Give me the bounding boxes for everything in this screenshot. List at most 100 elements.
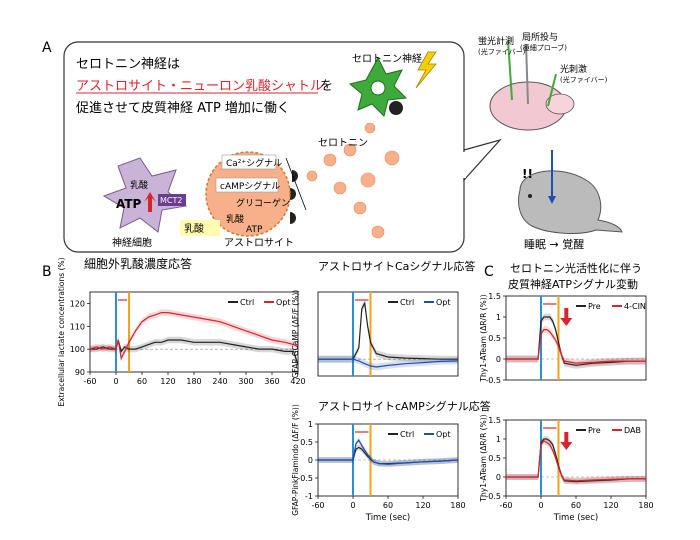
headline-line1: セロトニン神経は (76, 57, 180, 72)
legend-label-Pre: Pre (588, 426, 601, 435)
bang-label: !! (522, 167, 533, 181)
x-tick-label: 240 (212, 377, 227, 386)
headline-line3: 促進させて皮質神経 ATP 増加に働く (76, 101, 290, 116)
astro-atp-label: ATP (246, 225, 263, 235)
series-band-Ctrl (90, 336, 298, 369)
fluor-label: 蛍光計測 (478, 35, 514, 47)
astrocyte-label: アストロサイト (224, 237, 294, 249)
x-axis-label: Time (sec) (365, 513, 410, 523)
y-tick-label: 0.5 (488, 454, 501, 463)
y-tick-label: 1 (496, 435, 501, 444)
serotonin-neuron-label: セロトニン神経 (352, 52, 422, 65)
panel-b-letter: B (42, 264, 52, 280)
y-tick-label: 0 (308, 456, 313, 465)
series-line-Opt (318, 439, 459, 465)
legend-label-DAB: DAB (624, 426, 641, 435)
serotonin-vesicles (306, 122, 400, 239)
neuron-shape (102, 157, 188, 233)
series-line-Opt (318, 358, 459, 368)
y-tick-label: 0 (496, 355, 501, 364)
y-tick-label: 1 (496, 313, 501, 322)
x-tick-label: 180 (638, 501, 653, 510)
serotonin-neuron-nucleus (370, 80, 386, 96)
x-tick-label: 60 (137, 377, 147, 386)
lightning-icon (415, 51, 437, 89)
x-tick-label: 420 (290, 377, 305, 386)
y-axis-label: GFAP-PinkFlamindo (ΔF/F (%)) (291, 404, 300, 516)
y-tick-label: 0.5 (488, 334, 501, 343)
ca-signal-label: Ca²⁺シグナル (226, 157, 282, 169)
legend-label-Opt: Opt (436, 430, 451, 439)
chart-ca: GFAP-GCaMP (ΔF/F (%)) Ctrl Opt (291, 290, 459, 379)
series-band-Opt (318, 437, 458, 468)
y-tick-label: 0.5 (300, 438, 313, 447)
series-line-Ctrl (318, 301, 458, 360)
x-axis-label: Time (sec) (553, 513, 598, 523)
panel-c-title-1: セロトニン光活性化に伴う (510, 261, 642, 275)
camp-signal-label: cAMPシグナル (220, 180, 280, 192)
y-axis-label: Thy1-ATeam (ΔR/R (%)) (479, 414, 488, 502)
neuron-lactate-label: 乳酸 (130, 179, 148, 191)
photo-fiber-label: (光ファイバー) (560, 75, 608, 84)
neuron-label: 神経細胞 (112, 236, 152, 249)
plot-frame (317, 291, 459, 377)
x-tick-label: 0 (113, 377, 118, 386)
inject-label: 局所投与 (522, 31, 558, 43)
y-tick-label: -0.5 (297, 474, 313, 483)
y-tick-label: 100 (70, 345, 85, 354)
y-tick-label: 1.5 (488, 292, 501, 301)
y-tick-label: -0.5 (485, 492, 501, 501)
x-tick-label: 60 (383, 501, 393, 510)
astro-lactate-label: 乳酸 (226, 213, 244, 225)
camp-title: アストロサイトcAMPシグナル応答 (318, 399, 491, 413)
legend-label-Ctrl: Ctrl (400, 298, 414, 307)
y-tick-label: 90 (75, 368, 85, 377)
astrocyte-shape (205, 151, 291, 237)
legend-label-Opt: Opt (276, 298, 291, 307)
x-tick-label: 120 (160, 377, 175, 386)
y-tick-label: -1 (305, 492, 313, 501)
x-tick-label: 0 (350, 501, 355, 510)
y-tick-label: 1.5 (488, 416, 501, 425)
panel-c-title-2: 皮質神経ATPシグナル変動 (508, 277, 638, 291)
atp-down-arrow-icon (560, 432, 573, 450)
mct2-label: MCT2 (160, 196, 182, 205)
x-tick-label: -60 (499, 501, 512, 510)
legend-label-Ctrl: Ctrl (400, 430, 414, 439)
lactate-title: 細胞外乳酸濃度応答 (84, 256, 192, 271)
serotonin-label: セロトニン (318, 137, 368, 149)
headline-line2-tail: を (320, 79, 333, 94)
atp-up-arrow-icon (144, 192, 156, 212)
series-band-Pre (506, 436, 646, 485)
x-tick-label: 60 (571, 501, 581, 510)
legend-label-Pre: Pre (588, 302, 601, 311)
y-axis-label: GFAP-GCaMP (ΔF/F (%)) (291, 290, 300, 379)
x-tick-label: 120 (603, 501, 618, 510)
x-tick-label: 360 (264, 377, 279, 386)
sleep-wake-label: 睡眠 → 覚醒 (524, 238, 584, 251)
y-tick-label: 110 (70, 322, 85, 331)
series-line-DAB (506, 440, 646, 482)
photostim-label: 光刺激 (560, 63, 587, 75)
x-tick-label: 0 (538, 501, 543, 510)
legend-label-Ctrl: Ctrl (240, 298, 254, 307)
panel-a-letter: A (42, 40, 52, 56)
y-tick-label: 120 (70, 299, 85, 308)
x-tick-label: -60 (83, 377, 96, 386)
series-band-Ctrl (318, 299, 458, 363)
series-line-Opt (89, 312, 299, 361)
x-tick-label: -60 (311, 501, 324, 510)
series-band-Ctrl (318, 444, 458, 467)
legend-label-Opt: Opt (436, 298, 451, 307)
y-tick-label: -0.5 (485, 376, 501, 385)
y-axis-label: Extracellular lactate concentrations (%) (57, 257, 66, 406)
ca-title: アストロサイトCaシグナル応答 (318, 259, 475, 273)
y-tick-label: 1 (308, 420, 313, 429)
mouse-shape (518, 170, 623, 234)
series-band-Pre (506, 313, 646, 369)
serotonin-receptors (290, 170, 298, 224)
y-axis-label: Thy1-ATeam (ΔR/R (%)) (479, 294, 488, 382)
